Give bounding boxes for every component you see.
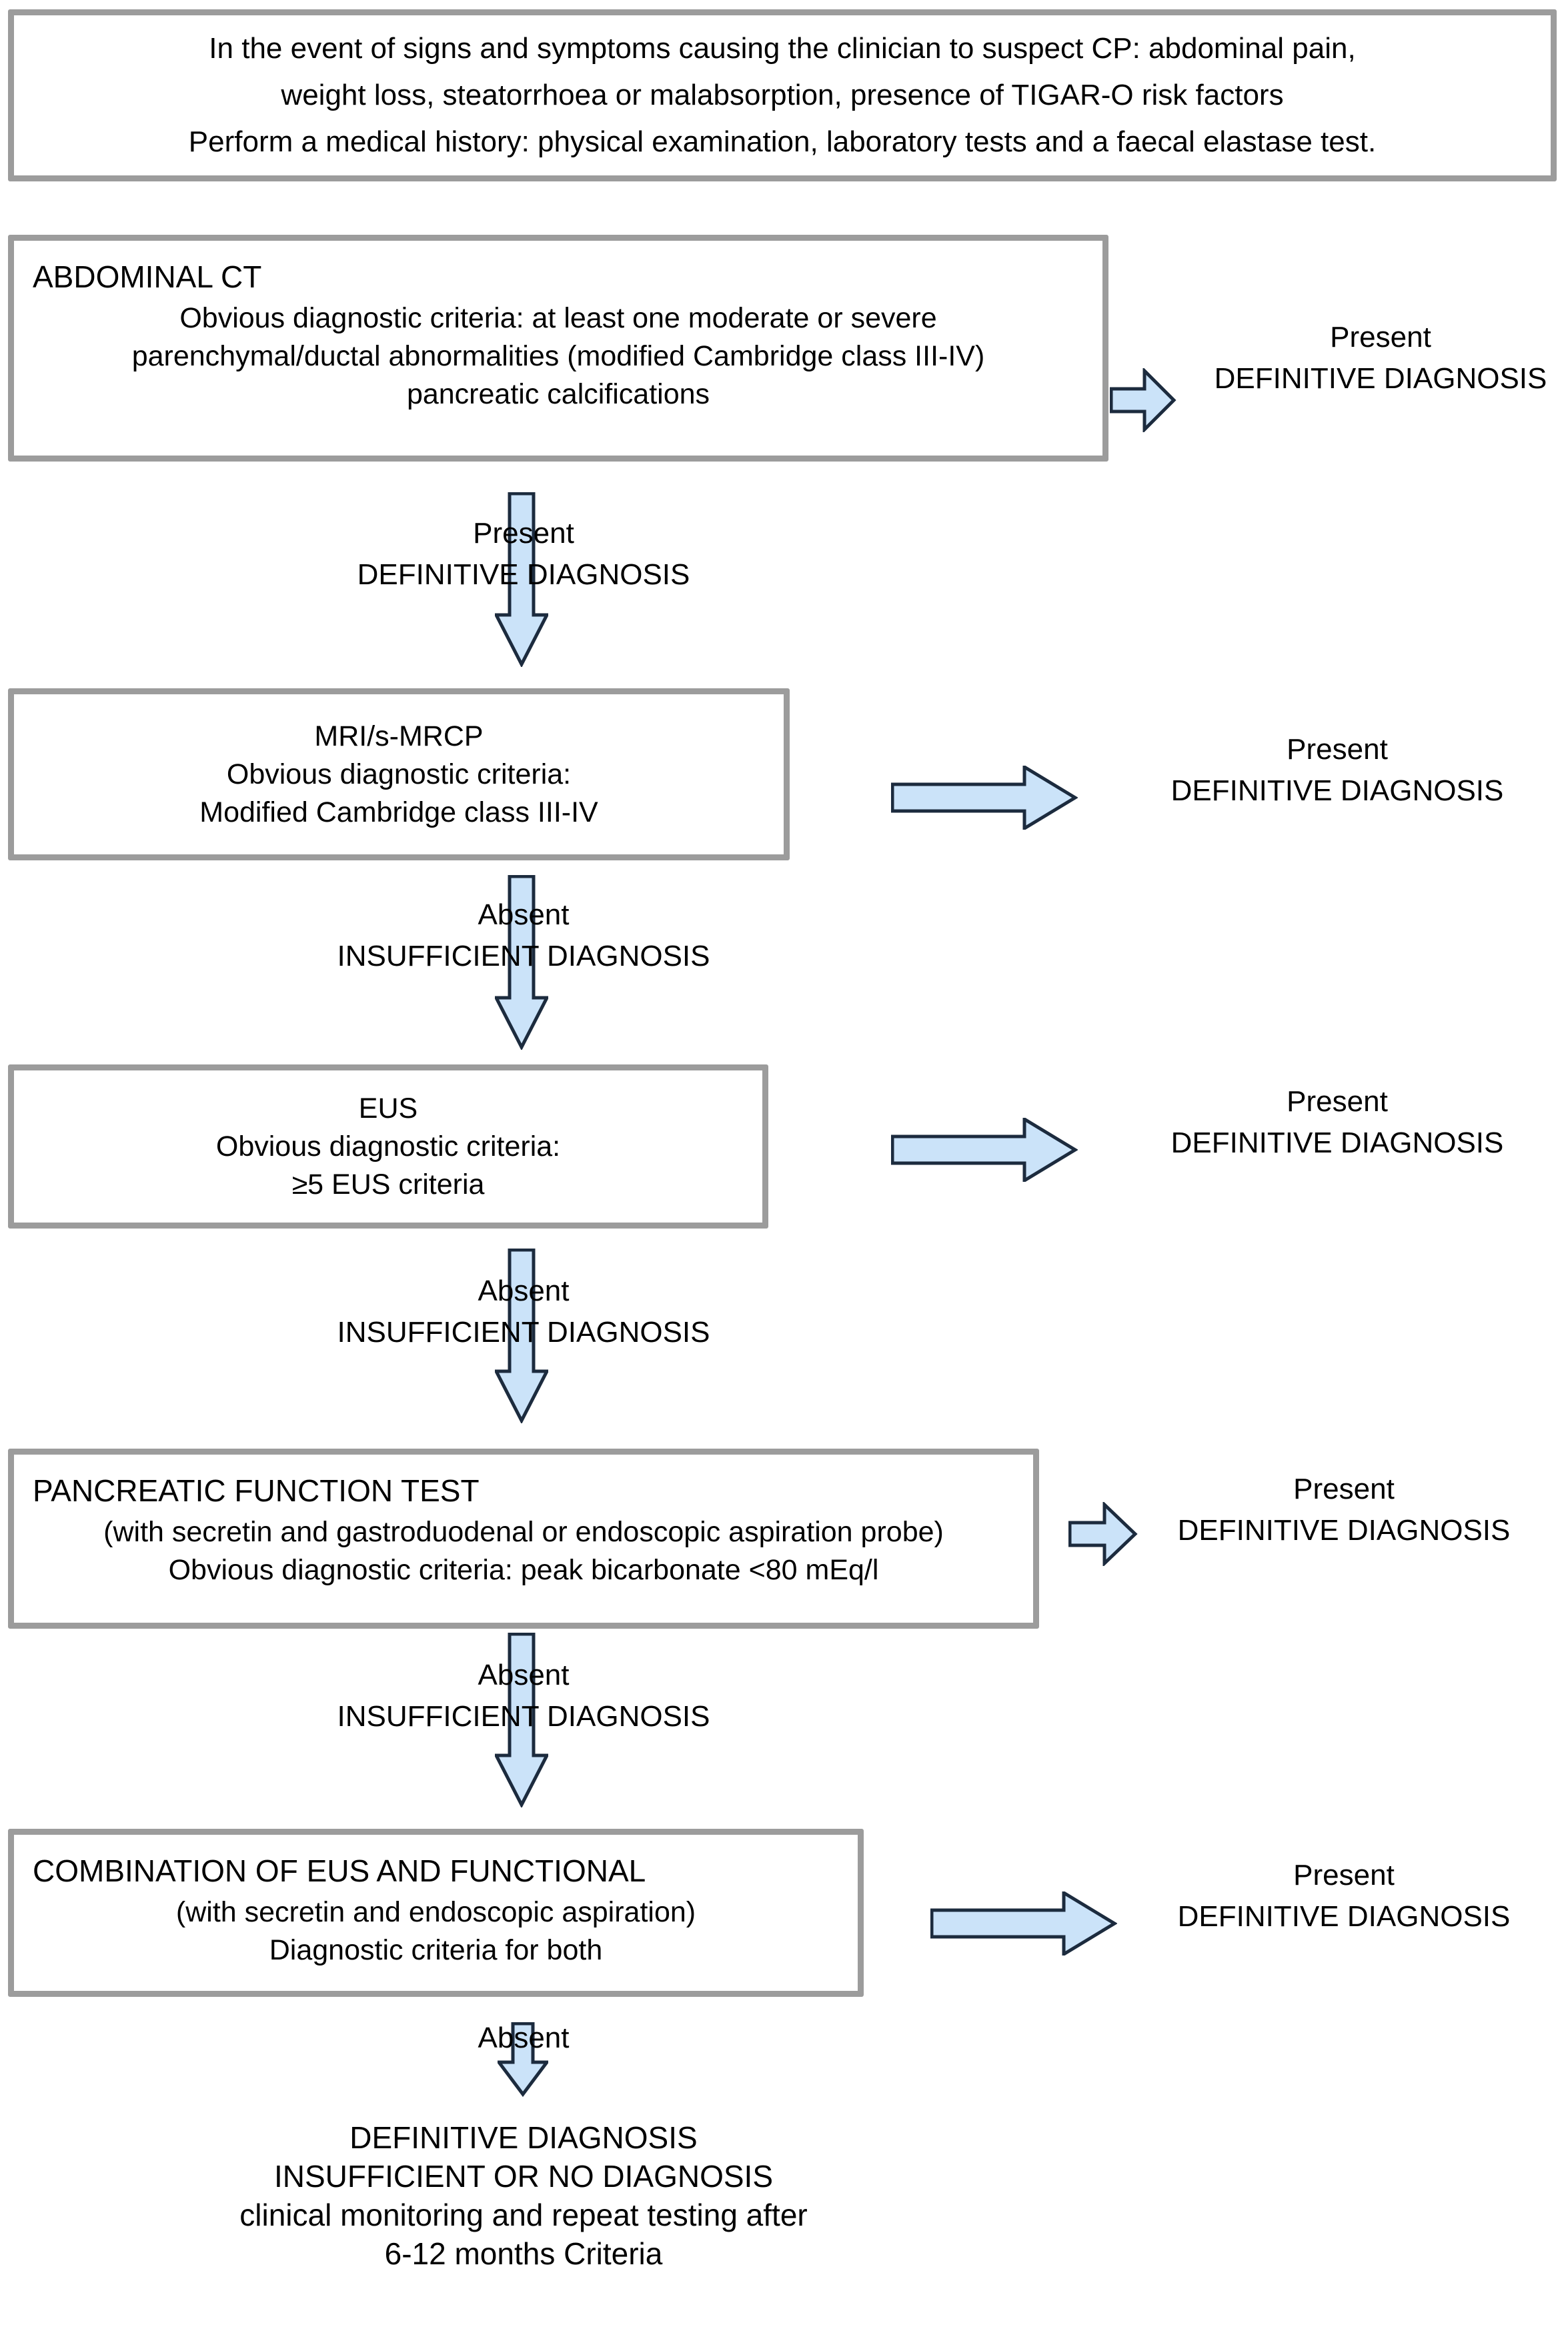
- right-arrow-label: Present DEFINITIVE DIAGNOSIS: [1194, 317, 1567, 400]
- final-line: INSUFFICIENT OR NO DIAGNOSIS: [274, 2159, 773, 2194]
- right-arrow-label: Present DEFINITIVE DIAGNOSIS: [1120, 1081, 1554, 1164]
- box-title: EUS: [358, 1092, 418, 1124]
- down-arrow-label: Absent INSUFFICIENT DIAGNOSIS: [283, 1655, 764, 1737]
- box-body-line: ≥5 EUS criteria: [291, 1168, 485, 1201]
- box-body-line: (with secretin and endoscopic aspiration…: [175, 1896, 696, 1928]
- final-line: clinical monitoring and repeat testing a…: [239, 2198, 808, 2232]
- final-line: DEFINITIVE DIAGNOSIS: [349, 2120, 698, 2155]
- down-arrow-label: Absent: [283, 2018, 764, 2059]
- final-outcome-text: DEFINITIVE DIAGNOSIS INSUFFICIENT OR NO …: [123, 2118, 924, 2273]
- box-body-line: parenchymal/ductal abnormalities (modifi…: [131, 340, 985, 372]
- insufficient-diagnosis-label: INSUFFICIENT DIAGNOSIS: [337, 940, 710, 972]
- box-body-line: (with secretin and gastroduodenal or end…: [103, 1516, 944, 1548]
- absent-label: Absent: [478, 1275, 570, 1307]
- intro-box: In the event of signs and symptoms causi…: [8, 9, 1557, 181]
- box-body-line: Obvious diagnostic criteria:: [215, 1130, 561, 1162]
- present-label: Present: [1293, 1859, 1395, 1891]
- right-arrow-icon: [1068, 1502, 1138, 1566]
- present-label: Present: [1293, 1473, 1395, 1505]
- box-title: PANCREATIC FUNCTION TEST: [33, 1473, 480, 1508]
- intro-line: Perform a medical history: physical exam…: [188, 125, 1377, 158]
- right-arrow-icon: [930, 1891, 1117, 1956]
- definitive-diagnosis-label: DEFINITIVE DIAGNOSIS: [1170, 1126, 1504, 1159]
- right-arrow-label: Present DEFINITIVE DIAGNOSIS: [1120, 729, 1554, 812]
- box-title: COMBINATION OF EUS AND FUNCTIONAL: [33, 1853, 646, 1888]
- right-arrow-icon: [891, 766, 1078, 830]
- step-box-mri-smrcp: MRI/s-MRCP Obvious diagnostic criteria: …: [8, 688, 790, 860]
- box-body-line: pancreatic calcifications: [406, 378, 710, 410]
- definitive-diagnosis-label: DEFINITIVE DIAGNOSIS: [1177, 1900, 1511, 1933]
- definitive-diagnosis-label: DEFINITIVE DIAGNOSIS: [1214, 362, 1547, 395]
- down-arrow-icon: [495, 1633, 548, 1807]
- down-arrow-label: Absent INSUFFICIENT DIAGNOSIS: [283, 894, 764, 977]
- box-body-line: Obvious diagnostic criteria: peak bicarb…: [168, 1554, 879, 1586]
- box-body-line: Obvious diagnostic criteria: at least on…: [179, 302, 937, 334]
- down-arrow-icon: [495, 1249, 548, 1423]
- right-arrow-label: Present DEFINITIVE DIAGNOSIS: [1134, 1855, 1554, 1937]
- present-label: Present: [1287, 733, 1388, 766]
- insufficient-diagnosis-label: INSUFFICIENT DIAGNOSIS: [337, 1700, 710, 1733]
- step-box-abdominal-ct: ABDOMINAL CT Obvious diagnostic criteria…: [8, 235, 1108, 462]
- intro-line: weight loss, steatorrhoea or malabsorpti…: [281, 79, 1284, 111]
- present-label: Present: [1330, 321, 1431, 353]
- present-label: Present: [1287, 1085, 1388, 1118]
- step-box-combination-eus-functional: COMBINATION OF EUS AND FUNCTIONAL (with …: [8, 1829, 864, 1997]
- down-arrow-icon: [495, 492, 548, 667]
- down-arrow-icon: [495, 875, 548, 1050]
- down-arrow-label: Absent INSUFFICIENT DIAGNOSIS: [283, 1271, 764, 1353]
- definitive-diagnosis-label: DEFINITIVE DIAGNOSIS: [357, 558, 690, 591]
- box-body-line: Obvious diagnostic criteria:: [226, 758, 572, 790]
- down-arrow-icon: [498, 2022, 548, 2097]
- definitive-diagnosis-label: DEFINITIVE DIAGNOSIS: [1170, 774, 1504, 807]
- absent-label: Absent: [478, 1659, 570, 1691]
- step-box-pancreatic-function-test: PANCREATIC FUNCTION TEST (with secretin …: [8, 1449, 1039, 1629]
- down-arrow-label: Present DEFINITIVE DIAGNOSIS: [283, 513, 764, 596]
- step-box-eus: EUS Obvious diagnostic criteria: ≥5 EUS …: [8, 1064, 768, 1229]
- insufficient-diagnosis-label: INSUFFICIENT DIAGNOSIS: [337, 1316, 710, 1349]
- final-line: 6-12 months Criteria: [384, 2236, 663, 2271]
- absent-label: Absent: [478, 898, 570, 931]
- box-body-line: Modified Cambridge class III-IV: [199, 796, 598, 828]
- intro-line: In the event of signs and symptoms causi…: [209, 32, 1356, 65]
- box-title: ABDOMINAL CT: [33, 259, 262, 294]
- right-arrow-label: Present DEFINITIVE DIAGNOSIS: [1134, 1469, 1554, 1551]
- right-arrow-icon: [1110, 368, 1177, 432]
- box-title: MRI/s-MRCP: [314, 720, 484, 752]
- box-body-line: Diagnostic criteria for both: [269, 1934, 603, 1966]
- definitive-diagnosis-label: DEFINITIVE DIAGNOSIS: [1177, 1514, 1511, 1547]
- absent-label: Absent: [478, 2022, 570, 2054]
- present-label: Present: [473, 517, 574, 550]
- right-arrow-icon: [891, 1118, 1078, 1182]
